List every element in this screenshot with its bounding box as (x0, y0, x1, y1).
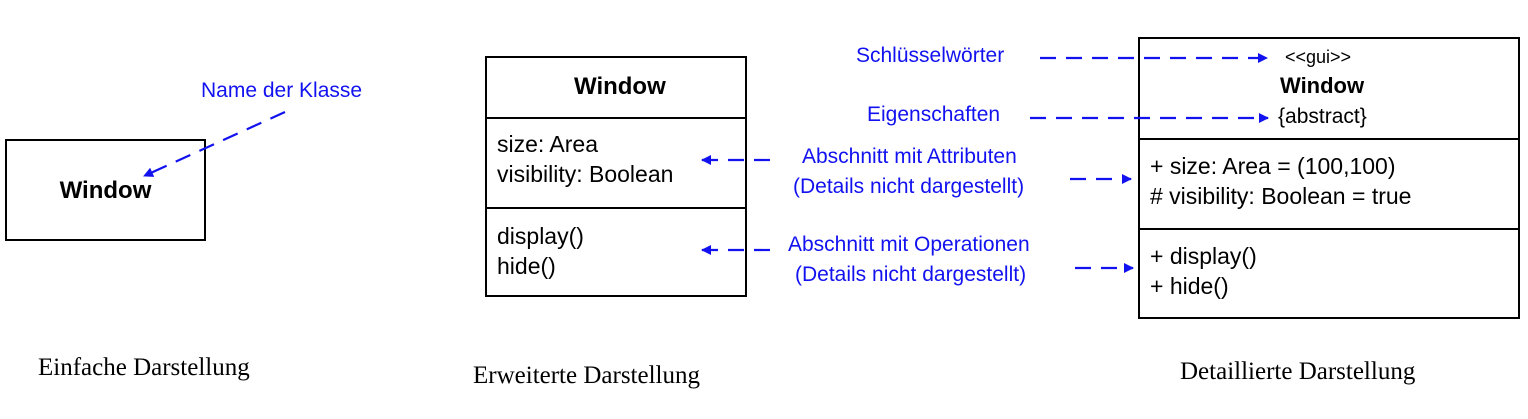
stereotype-label: <<gui>> (1285, 47, 1352, 67)
extended-name-compartment: Window (487, 58, 745, 117)
properties-annotation: Eigenschaften (867, 103, 1001, 126)
detailed-attribute: + size: Area = (100,100) (1150, 153, 1396, 179)
simple-class-name: Window (59, 177, 152, 204)
property-label: {abstract} (1278, 105, 1367, 128)
detailed-caption: Detaillierte Darstellung (1180, 358, 1416, 385)
simple-class-box: Window (5, 139, 206, 241)
extended-operations-compartment: display() hide() (487, 209, 745, 295)
detailed-attribute: # visibility: Boolean = true (1150, 183, 1412, 209)
operations-section-annotation: Abschnitt mit Operationen (788, 233, 1030, 256)
detailed-operations-compartment: + display() + hide() (1140, 230, 1518, 317)
detailed-operation: + hide() (1150, 273, 1229, 299)
extended-divider-2 (487, 207, 745, 209)
keywords-annotation: Schlüsselwörter (856, 44, 1005, 67)
detailed-attributes-compartment: + size: Area = (100,100) # visibility: B… (1140, 140, 1518, 228)
extended-class-box: Window size: Area visibility: Boolean di… (485, 56, 747, 297)
extended-attribute: visibility: Boolean (497, 161, 674, 187)
attributes-section-annotation: Abschnitt mit Attributen (802, 145, 1017, 168)
attributes-section-annotation-detail: (Details nicht dargestellt) (793, 175, 1025, 198)
detailed-divider-2 (1140, 228, 1518, 230)
extended-operation: hide() (497, 253, 556, 279)
operations-section-annotation-detail: (Details nicht dargestellt) (795, 263, 1027, 286)
extended-caption: Erweiterte Darstellung (473, 362, 700, 389)
extended-class-name: Window (574, 73, 666, 100)
class-name-annotation: Name der Klasse (201, 79, 363, 102)
extended-operation: display() (497, 223, 584, 249)
extended-divider-1 (487, 117, 745, 119)
detailed-class-name: Window (1280, 73, 1365, 98)
extended-attributes-compartment: size: Area visibility: Boolean (487, 119, 745, 207)
extended-attribute: size: Area (497, 131, 598, 157)
detailed-class-box: <<gui>> Window {abstract} + size: Area =… (1138, 37, 1520, 319)
detailed-name-compartment: <<gui>> Window {abstract} (1140, 39, 1518, 139)
detailed-divider-1 (1140, 138, 1518, 140)
simple-caption: Einfache Darstellung (38, 354, 250, 381)
detailed-operation: + display() (1150, 243, 1257, 269)
